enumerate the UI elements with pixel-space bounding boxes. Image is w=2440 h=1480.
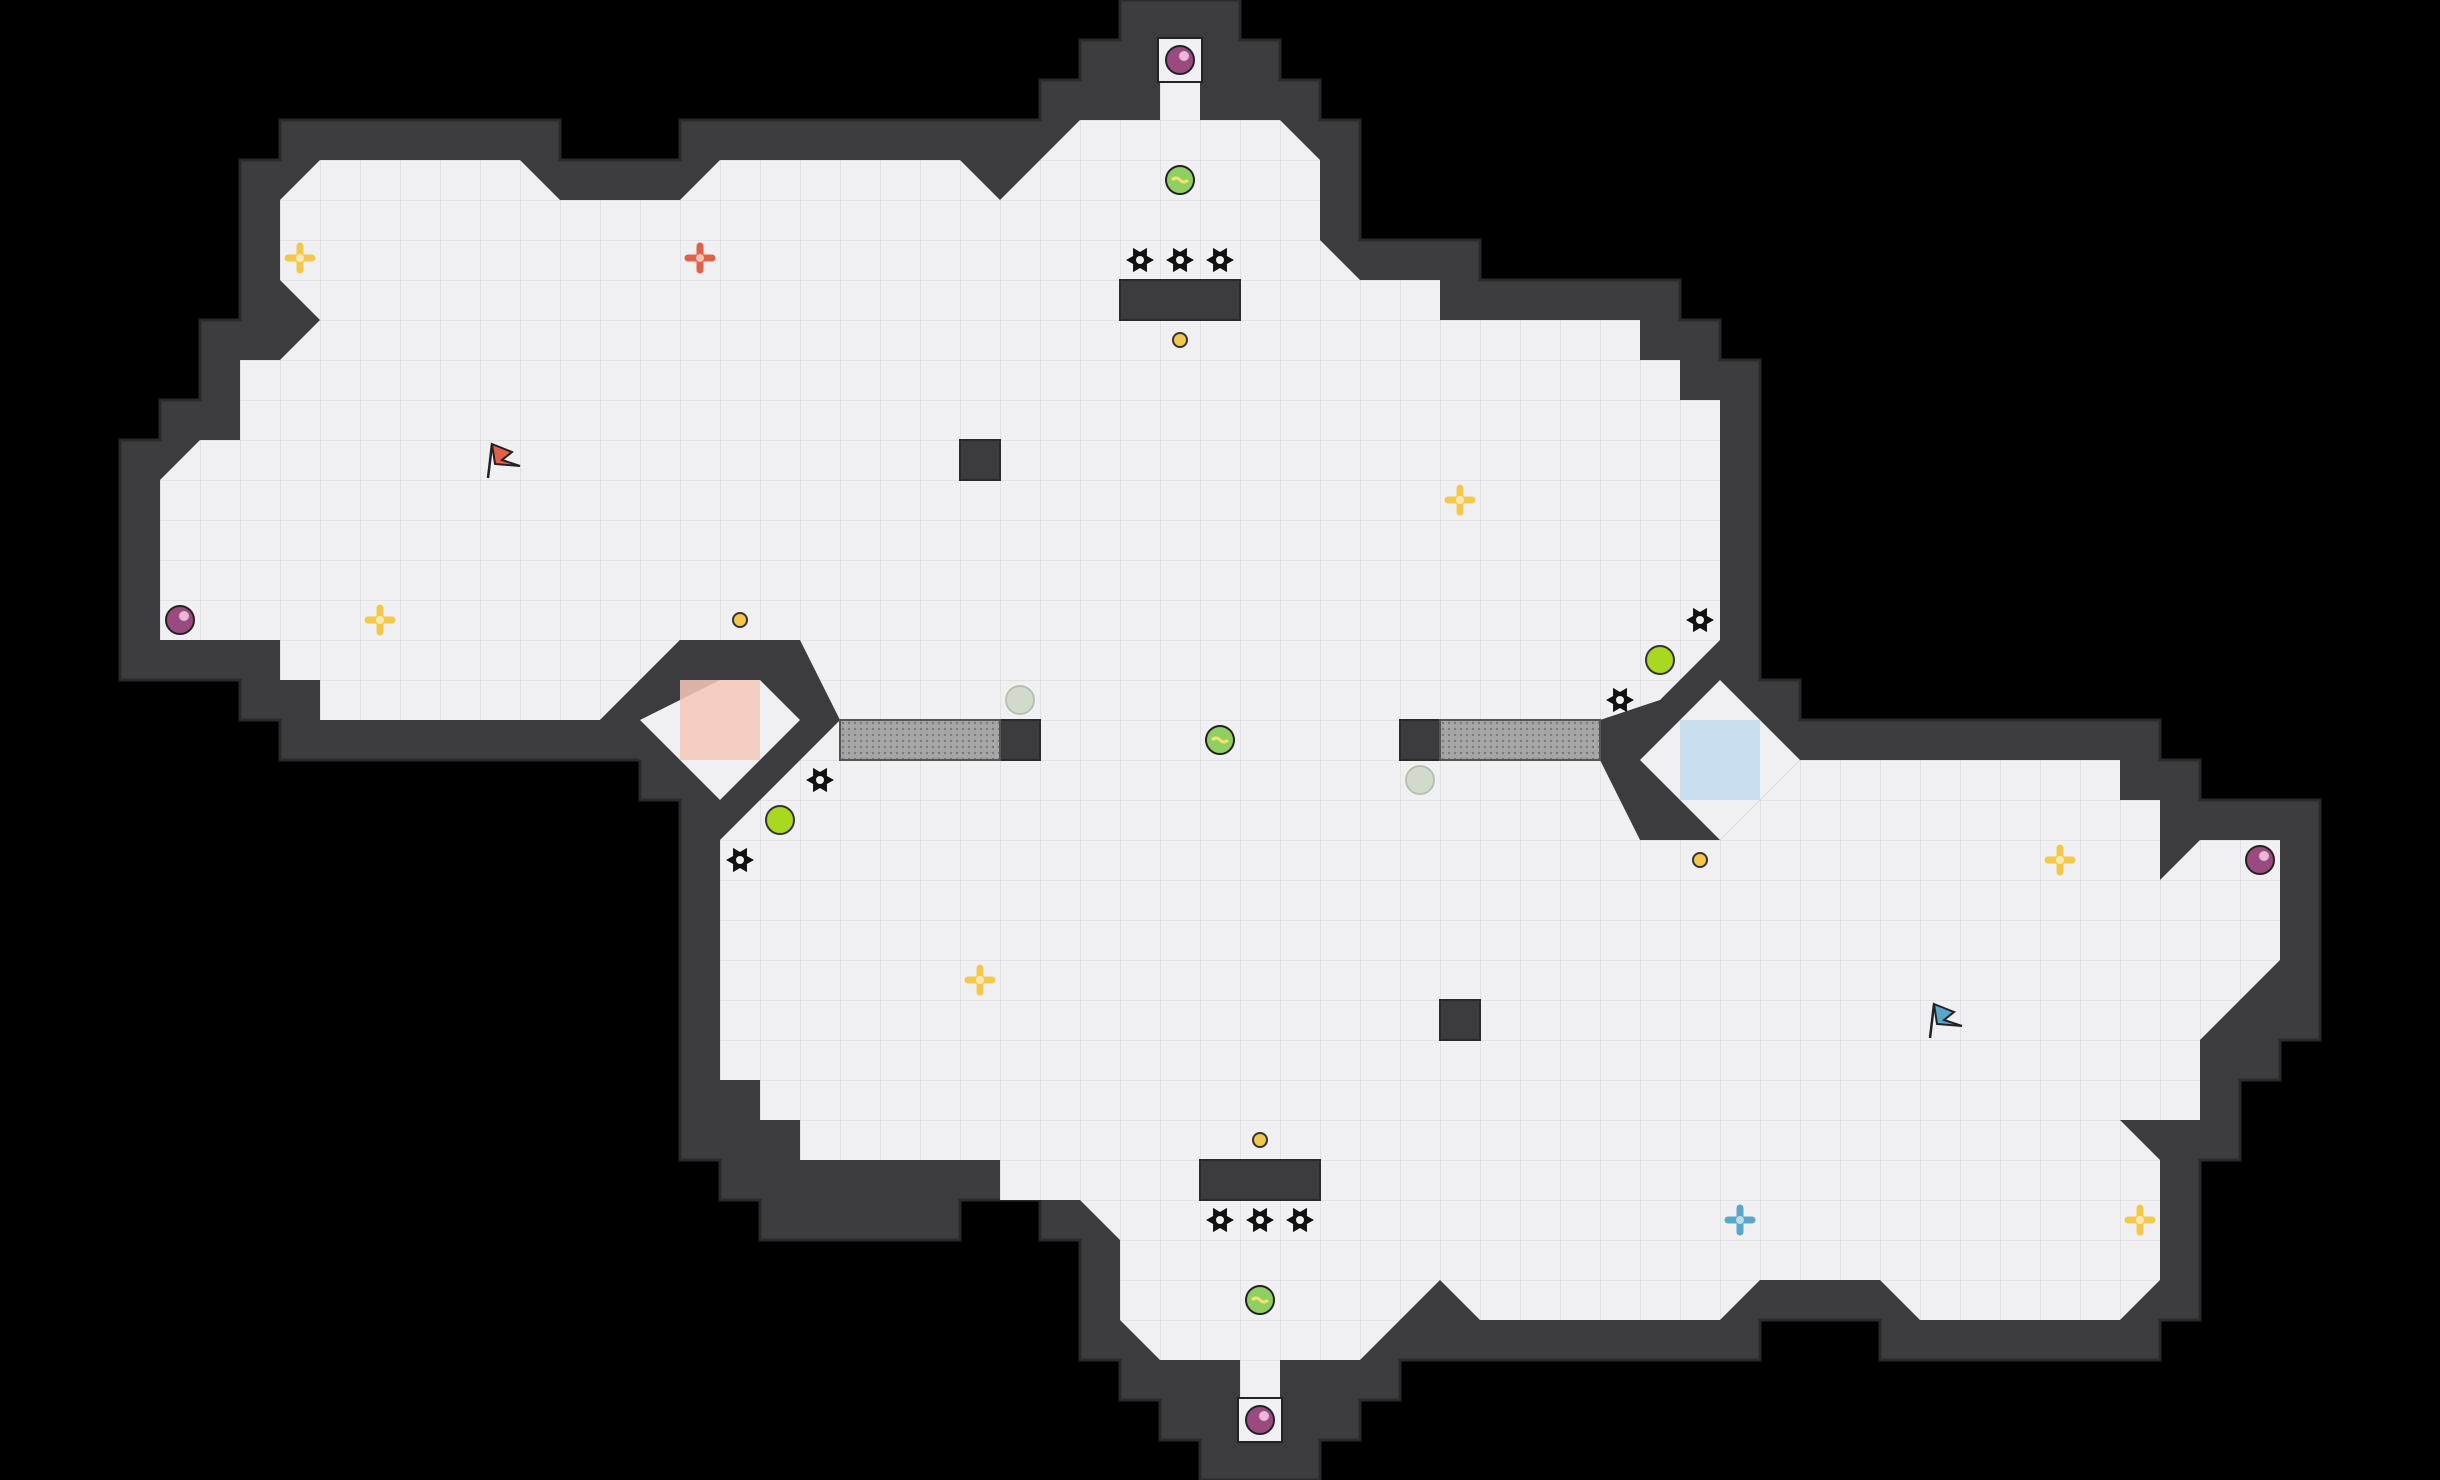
blue-flag-icon xyxy=(1928,1002,1963,1039)
map-floor xyxy=(160,40,2280,1360)
spike-icon xyxy=(1166,247,1194,273)
spike-icon xyxy=(806,767,834,793)
boost-icon xyxy=(1444,484,1476,516)
spike-icon xyxy=(1206,1207,1234,1233)
wall-block xyxy=(1119,279,1241,321)
powerup-icon xyxy=(1005,685,1035,715)
portal-icon xyxy=(1165,165,1195,195)
spike-icon xyxy=(726,847,754,873)
spike-icon xyxy=(1686,607,1714,633)
red-boost-icon xyxy=(684,242,716,274)
wall-block xyxy=(1199,1159,1321,1201)
spike-icon xyxy=(1246,1207,1274,1233)
bomb-icon xyxy=(165,605,195,635)
button-icon xyxy=(1172,332,1188,348)
wall-block xyxy=(959,439,1001,481)
boost-icon xyxy=(2044,844,2076,876)
button-icon xyxy=(1252,1132,1268,1148)
spike-icon xyxy=(1206,247,1234,273)
gate xyxy=(839,719,1001,761)
bomb-icon xyxy=(2245,845,2275,875)
boost-icon xyxy=(284,242,316,274)
blue-boost-icon xyxy=(1724,1204,1756,1236)
button-icon xyxy=(732,612,748,628)
powerup-icon xyxy=(1645,645,1675,675)
boost-icon xyxy=(2124,1204,2156,1236)
boost-icon xyxy=(964,964,996,996)
red-endzone xyxy=(680,680,760,760)
portal-icon xyxy=(1205,725,1235,755)
bomb-icon xyxy=(1245,1405,1275,1435)
wall-block xyxy=(1439,999,1481,1041)
portal-icon xyxy=(1245,1285,1275,1315)
boost-icon xyxy=(364,604,396,636)
spike-icon xyxy=(1126,247,1154,273)
spike-icon xyxy=(1606,687,1634,713)
button-icon xyxy=(1692,852,1708,868)
spike-icon xyxy=(1286,1207,1314,1233)
gate xyxy=(1439,719,1601,761)
powerup-icon xyxy=(765,805,795,835)
wall-block xyxy=(1399,719,1441,761)
powerup-icon xyxy=(1405,765,1435,795)
bomb-icon xyxy=(1165,45,1195,75)
blue-endzone xyxy=(1680,720,1760,800)
red-flag-icon xyxy=(486,442,521,479)
wall-block xyxy=(999,719,1041,761)
